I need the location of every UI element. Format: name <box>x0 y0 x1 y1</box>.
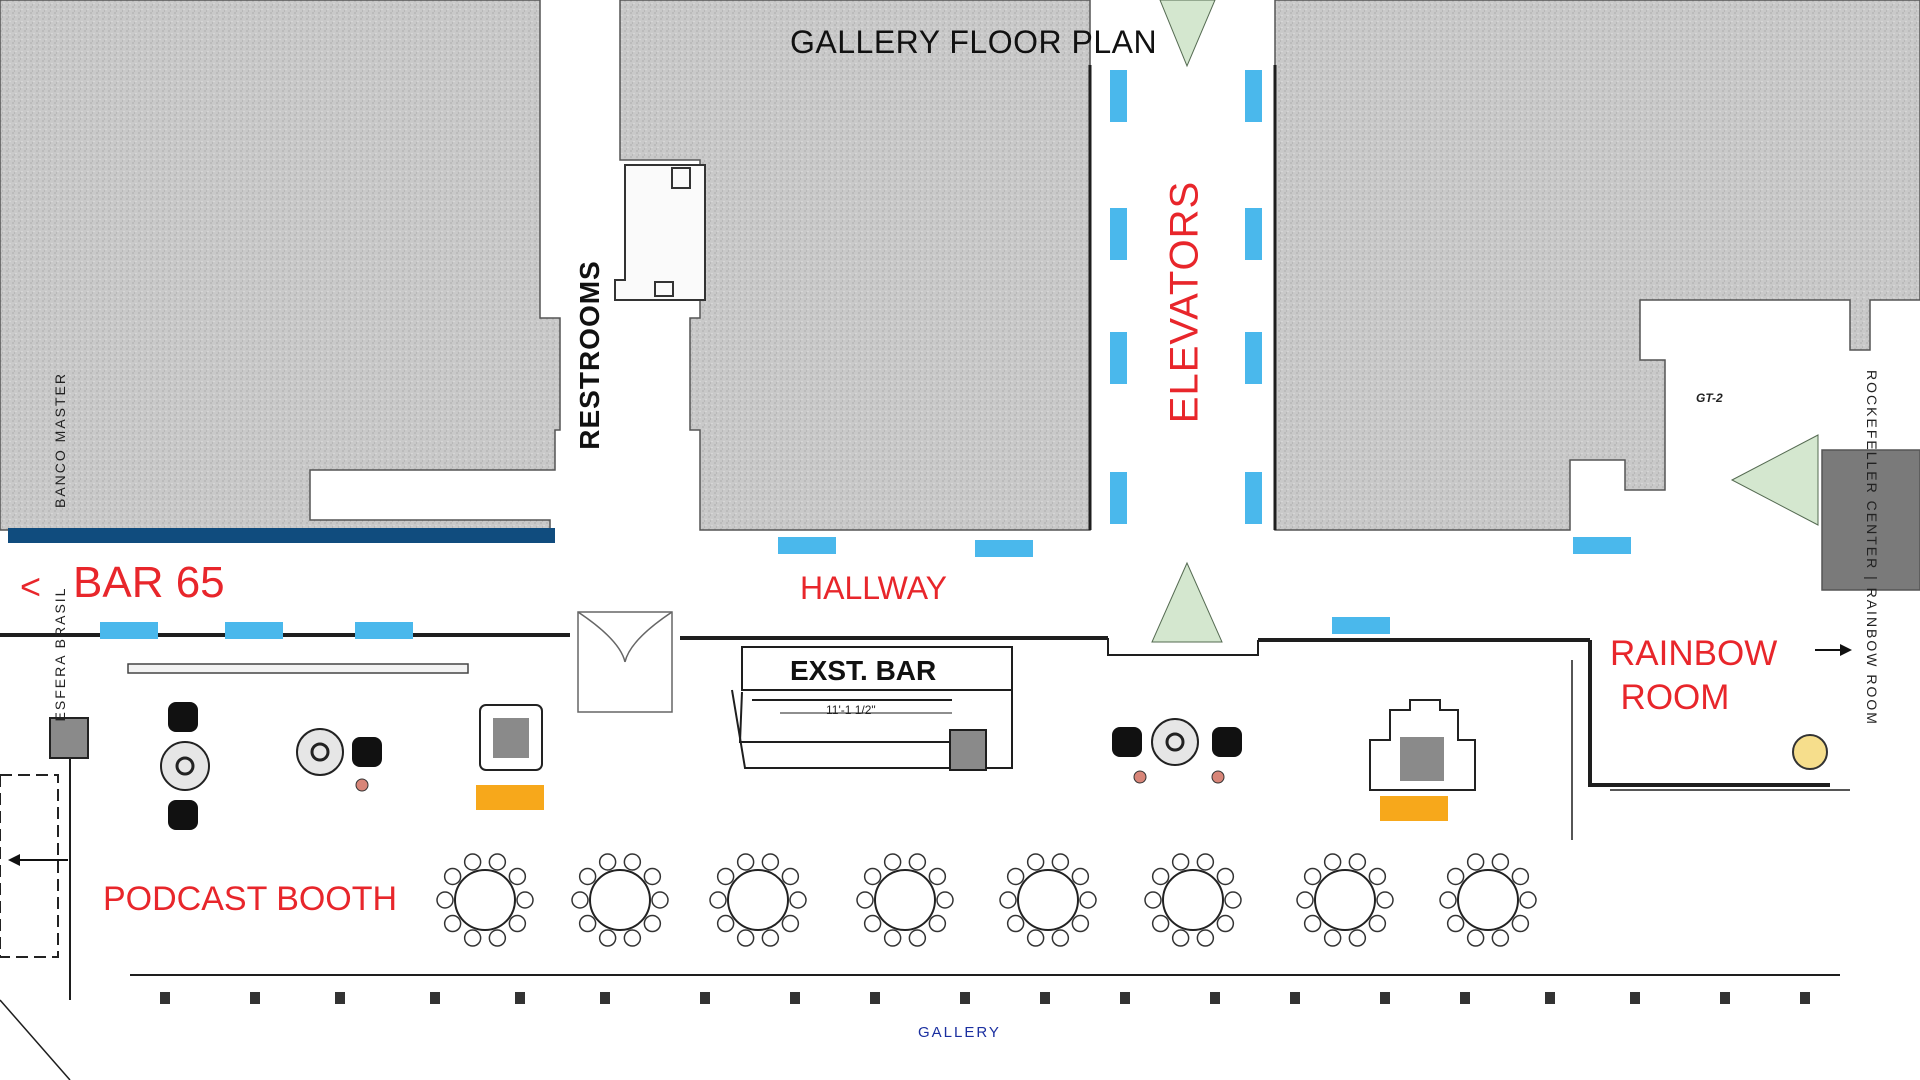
column-marker <box>1380 992 1390 1004</box>
orange-station <box>476 785 544 810</box>
column-marker <box>700 992 710 1004</box>
dining-tables <box>436 853 1537 947</box>
column-marker <box>1460 992 1470 1004</box>
elevators-label: ELEVATORS <box>1162 180 1207 424</box>
bar65-arrow: < <box>20 566 42 607</box>
pedestal-icon <box>479 699 1476 791</box>
column-marker <box>600 992 610 1004</box>
column-marker <box>250 992 260 1004</box>
dining-table-icon <box>999 853 1097 947</box>
column-marker <box>1800 992 1810 1004</box>
bar-dimension: 11'-1 1/2" <box>826 703 876 717</box>
esfera-brasil-banner <box>127 663 469 674</box>
orange-station <box>1380 796 1448 821</box>
column-marker <box>960 992 970 1004</box>
yellow-dot <box>1792 734 1828 770</box>
column-marker <box>1040 992 1050 1004</box>
double-door <box>577 611 673 713</box>
gt-tag: GT-2 <box>1696 391 1723 405</box>
dj-setup <box>49 702 1242 830</box>
gallery-label: GALLERY <box>918 1024 1001 1041</box>
bar65-label: BAR 65 <box>73 558 225 607</box>
column-marker <box>870 992 880 1004</box>
blue-markers <box>100 70 1631 639</box>
dining-table-icon <box>1296 853 1394 947</box>
dining-table-icon <box>709 853 807 947</box>
column-marker <box>430 992 440 1004</box>
column-marker <box>1630 992 1640 1004</box>
column-marker <box>335 992 345 1004</box>
rockefeller-label: ROCKEFELLER CENTER | RAINBOW ROOM <box>1864 370 1880 726</box>
rainbow-arrowhead-icon <box>1840 644 1852 656</box>
podcast-booth-outline <box>0 774 59 958</box>
restroom-room <box>614 164 706 301</box>
walls <box>0 65 1850 1080</box>
exst-bar <box>731 646 1013 771</box>
column-marker <box>515 992 525 1004</box>
column-marker <box>1720 992 1730 1004</box>
building-mass <box>0 0 1920 591</box>
column-marker <box>790 992 800 1004</box>
column-marker <box>1210 992 1220 1004</box>
podcast-booth-label: PODCAST BOOTH <box>103 880 398 918</box>
plan-title: GALLERY FLOOR PLAN <box>790 24 1158 60</box>
exst-bar-label: EXST. BAR <box>790 655 937 686</box>
dining-table-icon <box>436 853 534 947</box>
podcast-arrowhead-icon <box>8 854 20 866</box>
column-marker <box>1290 992 1300 1004</box>
dining-table-icon <box>1439 853 1537 947</box>
columns <box>160 992 1810 1004</box>
dining-table-icon <box>856 853 954 947</box>
esfera-brasil-label: ESFERA BRASIL <box>52 586 68 722</box>
banco-master-banner <box>8 528 555 543</box>
hallway-label: HALLWAY <box>800 570 947 606</box>
rainbow-room-label: RAINBOW ROOM <box>1610 634 1778 717</box>
restrooms-label: RESTROOMS <box>574 260 605 450</box>
dining-table-icon <box>571 853 669 947</box>
dining-table-icon <box>1144 853 1242 947</box>
column-marker <box>1120 992 1130 1004</box>
column-marker <box>160 992 170 1004</box>
elevator-triangle-icon <box>1151 0 1819 643</box>
column-marker <box>1545 992 1555 1004</box>
banco-master-label: BANCO MASTER <box>52 371 68 509</box>
